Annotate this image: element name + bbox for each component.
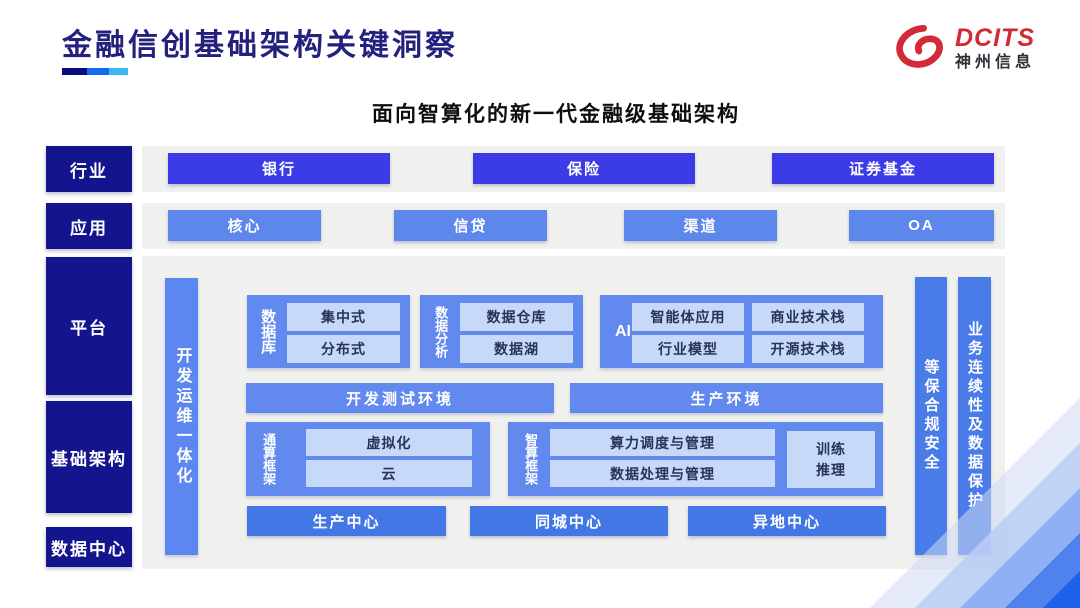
- layer-label-infrastructure: 基础架构: [46, 401, 132, 513]
- platform-panel: 开发运维一体化 等保合规安全 业务连续性及数据保护 数据库 集中式 分布式 数据…: [142, 256, 1005, 569]
- dev-test-environment-bar: 开发测试环境: [246, 383, 554, 413]
- ai-compute-item-train-infer: 训练 推理: [787, 431, 875, 488]
- analytics-item-lake: 数据湖: [460, 335, 573, 363]
- layer-label-platform: 平台: [46, 257, 132, 395]
- production-environment-bar: 生产环境: [570, 383, 883, 413]
- general-item-virtualization: 虚拟化: [306, 429, 472, 456]
- ai-item-opensource-stack: 开源技术栈: [752, 335, 864, 363]
- layer-label-industry: 行业: [46, 146, 132, 192]
- logo-brand-text: DCITS: [955, 23, 1035, 52]
- analytics-group: 数据分析 数据仓库 数据湖: [420, 295, 583, 368]
- industry-item-securities: 证券基金: [772, 153, 994, 184]
- underline-segment-dark: [62, 68, 87, 75]
- industry-item-insurance: 保险: [473, 153, 695, 184]
- ai-group-label: AI: [615, 322, 631, 340]
- general-compute-label: 通算框架: [261, 433, 277, 485]
- security-pillar: 等保合规安全: [915, 277, 947, 555]
- center-remote: 异地中心: [688, 506, 886, 536]
- ai-compute-item-scheduling: 算力调度与管理: [550, 429, 775, 456]
- application-item-core: 核心: [168, 210, 321, 241]
- industry-row: 银行 保险 证券基金: [142, 146, 1005, 192]
- database-group-label: 数据库: [259, 309, 277, 354]
- diagram-title: 面向智算化的新一代金融级基础架构: [372, 103, 740, 126]
- general-compute-group: 通算框架 虚拟化 云: [246, 422, 490, 496]
- analytics-item-warehouse: 数据仓库: [460, 303, 573, 331]
- general-item-cloud: 云: [306, 460, 472, 487]
- continuity-pillar: 业务连续性及数据保护: [958, 277, 991, 555]
- ai-item-commercial-stack: 商业技术栈: [752, 303, 864, 331]
- database-item-distributed: 分布式: [287, 335, 400, 363]
- database-item-centralized: 集中式: [287, 303, 400, 331]
- application-item-credit: 信贷: [394, 210, 547, 241]
- ai-item-agent-apps: 智能体应用: [632, 303, 744, 331]
- devops-pillar: 开发运维一体化: [165, 278, 198, 555]
- ai-compute-item-dataprocessing: 数据处理与管理: [550, 460, 775, 487]
- industry-item-bank: 银行: [168, 153, 390, 184]
- center-samecity: 同城中心: [470, 506, 668, 536]
- layer-label-application: 应用: [46, 203, 132, 249]
- company-logo: DCITS 神州信息: [893, 20, 1053, 76]
- logo-swirl-icon: [896, 24, 943, 68]
- page-title: 金融信创基础架构关键洞察: [62, 29, 458, 62]
- ai-item-industry-models: 行业模型: [632, 335, 744, 363]
- ai-compute-label: 智算框架: [523, 433, 539, 485]
- application-row: 核心 信贷 渠道 OA: [142, 203, 1005, 249]
- underline-segment-cyan: [109, 68, 128, 75]
- logo-company-text: 神州信息: [955, 53, 1036, 71]
- layer-label-datacenter: 数据中心: [46, 527, 132, 567]
- underline-segment-blue: [87, 68, 109, 75]
- ai-group: AI 智能体应用 商业技术栈 行业模型 开源技术栈: [600, 295, 883, 368]
- database-group: 数据库 集中式 分布式: [247, 295, 410, 368]
- application-item-channel: 渠道: [624, 210, 777, 241]
- analytics-group-label: 数据分析: [433, 305, 449, 358]
- title-underline: [62, 68, 128, 75]
- ai-compute-group: 智算框架 算力调度与管理 数据处理与管理 训练 推理: [508, 422, 883, 496]
- center-production: 生产中心: [247, 506, 446, 536]
- application-item-oa: OA: [849, 210, 994, 241]
